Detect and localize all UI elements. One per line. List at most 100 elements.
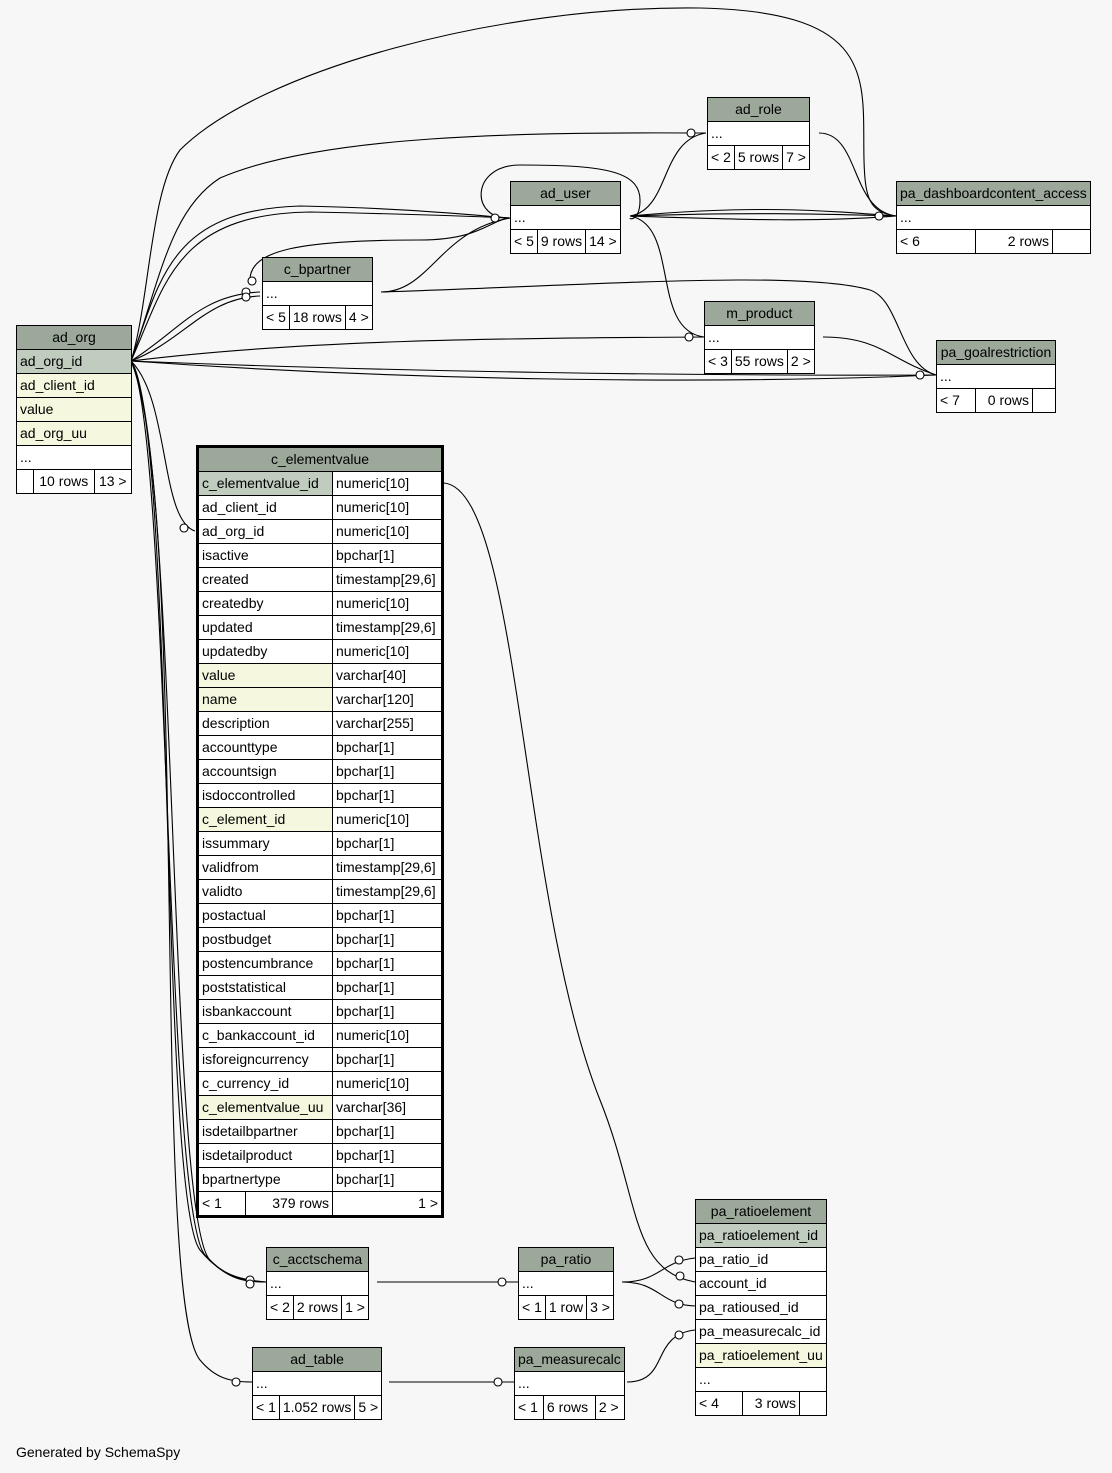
- column-value: value: [16, 397, 132, 422]
- column-type: bpchar[1]: [332, 783, 443, 808]
- edge-ad_user-pa_dashboardcontent_access-3: [629, 213, 897, 217]
- footer-children: 7 >: [782, 145, 810, 170]
- table-title: pa_measurecalc: [514, 1347, 625, 1372]
- column-ad_org_uu: ad_org_uu: [16, 421, 132, 446]
- column-updatedby: updatedby: [197, 639, 333, 664]
- column-type: numeric[10]: [332, 639, 443, 664]
- footer-children: 3 >: [586, 1295, 614, 1320]
- footer-children: [1052, 229, 1091, 254]
- edge-ad_org-ad_user-2: [130, 211, 511, 362]
- column-c_bankaccount_id: c_bankaccount_id: [197, 1023, 333, 1048]
- column-more: ...: [896, 205, 1091, 230]
- column-type: bpchar[1]: [332, 1167, 443, 1192]
- column-isbankaccount: isbankaccount: [197, 999, 333, 1024]
- footer-children: 14 >: [585, 229, 621, 254]
- table-c_acctschema[interactable]: c_acctschema ... < 2 2 rows 1 >: [266, 1247, 369, 1320]
- column-type: bpchar[1]: [332, 759, 443, 784]
- column-issummary: issummary: [197, 831, 333, 856]
- table-ad_role[interactable]: ad_role ... < 2 5 rows 7 >: [707, 97, 810, 170]
- table-pa_goalrestriction[interactable]: pa_goalrestriction ... < 7 0 rows: [936, 340, 1056, 413]
- column-more: ...: [251, 1371, 383, 1396]
- footer-children: [799, 1391, 827, 1416]
- column-more: ...: [936, 364, 1056, 389]
- edge-ad_org-ad_user: [130, 205, 511, 362]
- edge-ad_user-pa_dashboardcontent_access-2: [629, 215, 897, 221]
- footer-parents: < 7: [936, 388, 976, 413]
- column-type: numeric[10]: [332, 519, 443, 544]
- edge-ad_org-pa_dashboardcontent_access: [130, 7, 897, 362]
- footer-parents: < 2: [707, 145, 735, 170]
- edge-ad_org-pa_goalrestriction: [130, 360, 937, 381]
- edge-ad_org-pa_goalrestriction-2: [130, 360, 937, 376]
- column-validto: validto: [197, 879, 333, 904]
- footer-children: 1 >: [332, 1191, 443, 1217]
- footer-parents: < 1: [514, 1395, 544, 1420]
- column-description: description: [197, 711, 333, 736]
- footer-children: 2 >: [594, 1395, 625, 1420]
- column-c_currency_id: c_currency_id: [197, 1071, 333, 1096]
- column-pa_ratioelement_id: pa_ratioelement_id: [695, 1223, 827, 1248]
- column-type: varchar[36]: [332, 1095, 443, 1120]
- footer-parents: < 2: [266, 1295, 294, 1320]
- column-type: bpchar[1]: [332, 1119, 443, 1144]
- table-ad_table[interactable]: ad_table ... < 1 1.052 rows 5 >: [251, 1347, 383, 1420]
- column-ad_client_id: ad_client_id: [197, 495, 333, 520]
- column-type: varchar[120]: [332, 687, 443, 712]
- column-type: timestamp[29,6]: [332, 879, 443, 904]
- edge-ad_user-m_product: [629, 215, 705, 338]
- table-c_bpartner[interactable]: c_bpartner ... < 5 18 rows 4 >: [262, 257, 373, 330]
- footer-rows: 10 rows: [33, 469, 95, 494]
- column-type: numeric[10]: [332, 807, 443, 832]
- edge-c_bpartner-ad_user: [380, 217, 511, 293]
- table-m_product[interactable]: m_product ... < 3 55 rows 2 >: [704, 301, 815, 374]
- footer-children: 1 >: [341, 1295, 369, 1320]
- table-ad_org[interactable]: ad_org ad_org_id ad_client_id value ad_o…: [16, 325, 133, 494]
- table-title: ad_table: [251, 1347, 383, 1372]
- edge-c_bpartner-pa_goalrestriction: [380, 279, 937, 376]
- footer-children: 4 >: [344, 305, 373, 330]
- footer-rows: 379 rows: [272, 1195, 329, 1211]
- table-title: pa_goalrestriction: [936, 340, 1056, 365]
- column-bpartnertype: bpartnertype: [197, 1167, 333, 1192]
- column-type: bpchar[1]: [332, 1047, 443, 1072]
- edge-pa_measurecalc-pa_ratioelement: [626, 1329, 696, 1383]
- table-ad_user[interactable]: ad_user ... < 5 9 rows 14 >: [510, 181, 621, 254]
- table-pa_ratioelement[interactable]: pa_ratioelement pa_ratioelement_id pa_ra…: [695, 1199, 827, 1416]
- column-isdoccontrolled: isdoccontrolled: [197, 783, 333, 808]
- edge-m_product-pa_goalrestriction: [822, 336, 937, 376]
- column-postbudget: postbudget: [197, 927, 333, 952]
- footer-parents: < 5: [510, 229, 538, 254]
- table-title: c_acctschema: [266, 1247, 369, 1272]
- column-type: timestamp[29,6]: [332, 567, 443, 592]
- column-more: ...: [695, 1367, 827, 1392]
- column-more: ...: [510, 205, 621, 230]
- column-pa_ratioused_id: pa_ratioused_id: [695, 1295, 827, 1320]
- column-postencumbrance: postencumbrance: [197, 951, 333, 976]
- table-pa_dashboardcontent_access[interactable]: pa_dashboardcontent_access ... < 6 2 row…: [896, 181, 1091, 254]
- column-postactual: postactual: [197, 903, 333, 928]
- generated-by-note: Generated by SchemaSpy: [16, 1444, 181, 1460]
- edge-c_elementvalue-pa_ratioelement: [443, 482, 696, 1283]
- edge-ad_user-pa_dashboardcontent_access: [629, 208, 897, 217]
- footer-rows: 2 rows: [975, 229, 1053, 254]
- column-createdby: createdby: [197, 591, 333, 616]
- column-type: bpchar[1]: [332, 831, 443, 856]
- column-ad_client_id: ad_client_id: [16, 373, 132, 398]
- table-pa_measurecalc[interactable]: pa_measurecalc ... < 1 6 rows 2 >: [514, 1347, 625, 1420]
- table-title: pa_ratio: [518, 1247, 614, 1272]
- column-type: numeric[10]: [332, 495, 443, 520]
- table-title: c_bpartner: [262, 257, 373, 282]
- column-pa_ratioelement_uu: pa_ratioelement_uu: [695, 1343, 827, 1368]
- footer-rows: 0 rows: [975, 388, 1033, 413]
- column-updated: updated: [197, 615, 333, 640]
- column-type: numeric[10]: [332, 1071, 443, 1096]
- column-type: bpchar[1]: [332, 951, 443, 976]
- edge-ad_user-c_bpartner-2: [249, 217, 511, 281]
- column-type: numeric[10]: [332, 471, 443, 496]
- column-value: value: [197, 663, 333, 688]
- column-c_elementvalue_id: c_elementvalue_id: [197, 471, 333, 496]
- column-type: varchar[255]: [332, 711, 443, 736]
- column-more: ...: [704, 325, 815, 350]
- table-pa_ratio[interactable]: pa_ratio ... < 1 1 row 3 >: [518, 1247, 614, 1320]
